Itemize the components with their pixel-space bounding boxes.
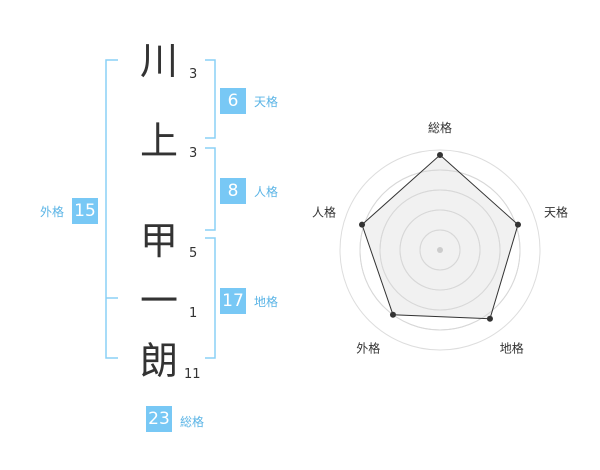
radar-ring-overlay <box>399 209 481 291</box>
radar-point-4 <box>389 311 396 318</box>
radar-ring-overlay <box>419 229 461 271</box>
jinkaku-badge: 8 <box>220 178 246 204</box>
radar-ring-overlay <box>359 169 521 331</box>
tenkaku-badge: 6 <box>220 88 246 114</box>
bracket-lines <box>105 59 216 359</box>
stroke-count-3: 5 <box>189 246 198 261</box>
chikaku-label: 地格 <box>254 295 279 309</box>
radar-axis-label-4: 外格 <box>356 341 380 356</box>
radar-fill <box>362 155 518 319</box>
chikaku-badge: 17 <box>220 288 246 314</box>
name-char-4: 一 <box>140 279 179 323</box>
soukaku-badge: 23 <box>146 406 172 432</box>
name-char-1: 川 <box>140 39 179 83</box>
radar-axis-label-5: 人格 <box>312 204 336 219</box>
name-char-2: 上 <box>140 119 179 163</box>
radar-center-dot <box>437 247 443 253</box>
radar-polygon <box>361 154 519 320</box>
tenkaku-bracket <box>205 59 216 139</box>
radar-point-5 <box>359 221 366 228</box>
radar-points <box>359 152 521 322</box>
stroke-count-4: 1 <box>189 306 198 321</box>
gaikaku-bracket <box>105 59 118 359</box>
tenkaku-label: 天格 <box>254 95 279 109</box>
gaikaku-label: 外格 <box>40 205 65 219</box>
radar-point-3 <box>486 315 493 322</box>
jinkaku-label: 人格 <box>254 185 279 199</box>
name-char-5: 朗 <box>140 339 179 383</box>
stroke-count-1: 3 <box>189 67 198 82</box>
radar-axis-label-2: 天格 <box>544 204 568 219</box>
stroke-count-5: 11 <box>184 367 201 382</box>
name-char-3: 甲 <box>140 219 179 263</box>
radar-ring-overlay <box>379 189 501 311</box>
soukaku-label: 総格 <box>180 415 205 429</box>
radar-point-1 <box>437 152 443 158</box>
chikaku-bracket <box>205 237 216 359</box>
radar-axis-label-1: 総格 <box>428 120 452 135</box>
stroke-count-2: 3 <box>189 146 198 161</box>
jinkaku-bracket <box>205 147 216 231</box>
radar-axis-label-3: 地格 <box>500 341 524 356</box>
gaikaku-badge: 15 <box>72 198 98 224</box>
radar-point-2 <box>514 221 521 228</box>
